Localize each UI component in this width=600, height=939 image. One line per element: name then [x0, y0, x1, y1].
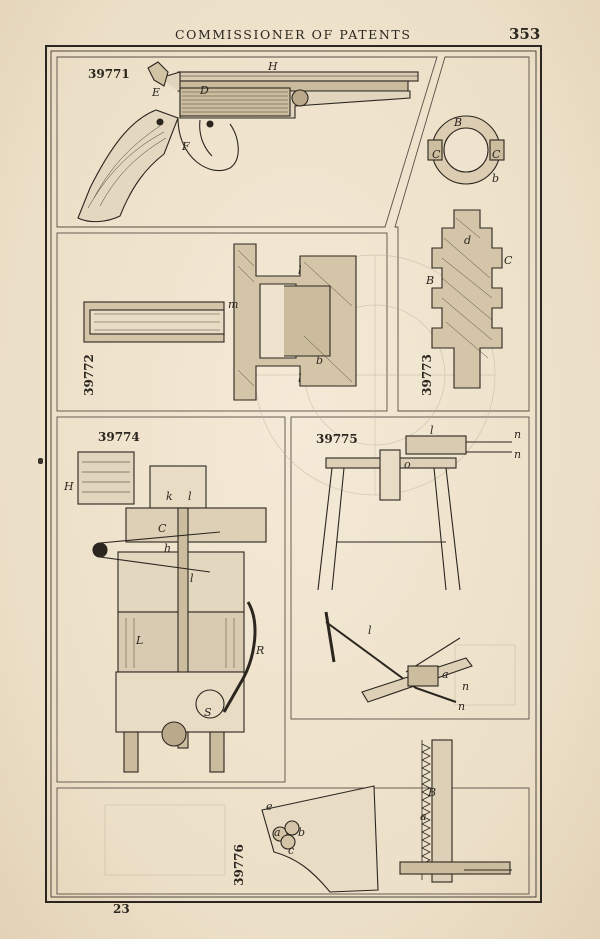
label-l: l — [298, 264, 302, 277]
label-S: S — [204, 706, 212, 719]
cylinder-drawing: C B C b d B C — [425, 115, 513, 389]
label-l: l — [368, 624, 372, 637]
label-k: k — [166, 490, 173, 503]
revolver-drawing: H E D F — [77, 60, 419, 223]
label-C: C — [158, 522, 167, 535]
label-l: l — [430, 424, 434, 437]
page-header: COMMISSIONER OF PATENTS 353 — [0, 25, 600, 47]
label-b: b — [316, 354, 323, 367]
figure-number: 39772 — [81, 354, 96, 396]
label-R: R — [255, 644, 264, 657]
figure-39776: a b c a B e 39776 — [60, 730, 528, 898]
label-n: n — [458, 700, 465, 713]
label-a: a — [274, 826, 281, 839]
label-C: C — [504, 254, 513, 267]
label-l: l — [190, 572, 194, 585]
label-a: a — [442, 668, 449, 681]
label-F: F — [181, 140, 190, 153]
running-title: COMMISSIONER OF PATENTS — [175, 27, 412, 42]
label-B: B — [453, 116, 462, 129]
figure-number: 39774 — [98, 430, 140, 444]
label-D: D — [199, 84, 209, 97]
label-a: a — [420, 810, 427, 823]
label-l: l — [188, 490, 192, 503]
figure-number: 39773 — [419, 354, 434, 396]
label-L: L — [135, 634, 143, 647]
label-n: n — [514, 448, 521, 461]
label-e: e — [266, 800, 273, 813]
nozzle-drawing: l m b l — [83, 243, 357, 401]
label-B: B — [427, 786, 436, 799]
signature-mark: 23 — [113, 902, 130, 916]
label-h: h — [164, 542, 171, 555]
label-H: H — [267, 60, 278, 73]
figure-39772: l m b l 39772 — [60, 236, 386, 408]
label-b: b — [492, 172, 499, 185]
label-m: m — [228, 298, 238, 311]
page-number: 353 — [509, 25, 541, 43]
figure-number: 39775 — [316, 432, 358, 446]
figure-39775: 39775 l n n — [296, 422, 528, 714]
label-C: C — [432, 148, 441, 161]
label-d: d — [464, 234, 471, 247]
figure-number: 39771 — [88, 67, 130, 81]
label-l: l — [298, 372, 302, 385]
ink-speck — [38, 458, 43, 464]
machine-drawing: H k l C h l L R S — [63, 451, 267, 773]
figure-39774: 39774 — [60, 422, 286, 782]
label-c: c — [288, 844, 294, 857]
label-H: H — [63, 480, 74, 493]
figure-39773: C B C b d B C 39773 — [412, 98, 528, 403]
label-C: C — [492, 148, 501, 161]
label-n: n — [514, 428, 521, 441]
figure-39771: 39771 — [60, 58, 440, 226]
label-E: E — [151, 86, 160, 99]
label-b: b — [298, 826, 305, 839]
bench-tool-drawing: l n n o l n a n — [317, 424, 521, 713]
label-B: B — [425, 274, 434, 287]
label-n: n — [462, 680, 469, 693]
figure-number: 39776 — [231, 844, 246, 886]
bracket-rack-drawing: a b c a B e — [261, 739, 512, 893]
label-o: o — [404, 458, 411, 471]
